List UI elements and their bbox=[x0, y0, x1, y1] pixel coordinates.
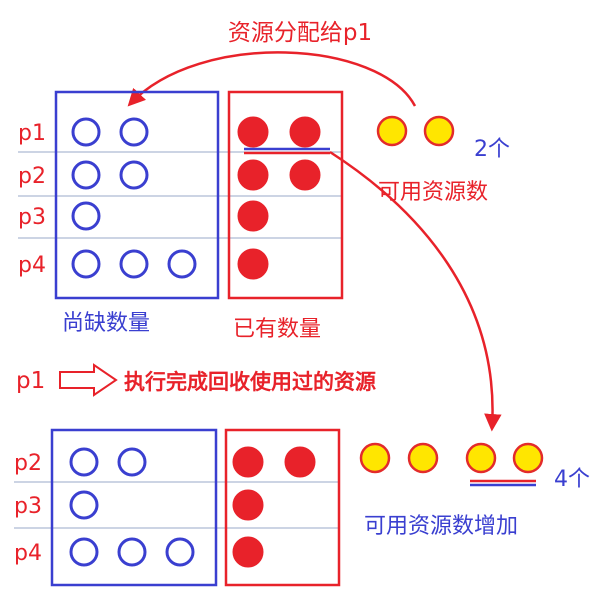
process-label-p1: p1 bbox=[18, 121, 46, 146]
available-resource-4 bbox=[512, 442, 544, 474]
need-resource-p4-2 bbox=[119, 249, 149, 279]
available-number-top: 2个 bbox=[474, 137, 510, 162]
allocate-arrow bbox=[127, 51, 417, 107]
available-resource-1 bbox=[359, 442, 391, 474]
have-table-bottom bbox=[224, 428, 341, 587]
need-resource-p4-1 bbox=[69, 537, 99, 567]
held-resource-p3-1 bbox=[232, 489, 264, 521]
process-label-p4: p4 bbox=[18, 253, 46, 278]
need-resource-p4-2 bbox=[117, 537, 147, 567]
process-label-p4: p4 bbox=[14, 541, 42, 566]
need-table-top bbox=[54, 90, 220, 300]
held-resource-p2-1 bbox=[232, 446, 264, 478]
available-caption-top: 可用资源数 bbox=[378, 180, 488, 205]
process-label-p3: p3 bbox=[18, 205, 46, 230]
have-table-top bbox=[227, 90, 344, 300]
available-resource-1 bbox=[376, 115, 408, 147]
available-caption-bottom: 可用资源数增加 bbox=[364, 514, 518, 539]
held-resource-p1-2 bbox=[289, 116, 321, 148]
need-resource-p3-1 bbox=[69, 490, 99, 520]
have-caption: 已有数量 bbox=[233, 317, 321, 342]
need-caption: 尚缺数量 bbox=[62, 311, 150, 336]
need-resource-p4-1 bbox=[71, 249, 101, 279]
available-resource-3 bbox=[465, 442, 497, 474]
need-resource-p2-1 bbox=[71, 160, 101, 190]
middle-row: p1 执行完成回收使用过的资源 bbox=[16, 363, 376, 397]
held-resource-p4-1 bbox=[237, 248, 269, 280]
available-number-bottom: 4个 bbox=[554, 467, 590, 492]
need-resource-p2-2 bbox=[117, 447, 147, 477]
need-resource-p2-2 bbox=[119, 160, 149, 190]
action-text: 执行完成回收使用过的资源 bbox=[124, 370, 376, 394]
middle-process-label: p1 bbox=[16, 368, 45, 394]
need-resource-p1-1 bbox=[71, 117, 101, 147]
need-resource-p4-3 bbox=[165, 537, 195, 567]
held-resource-p1-1 bbox=[237, 116, 269, 148]
available-resource-2 bbox=[423, 115, 455, 147]
need-resource-p4-3 bbox=[167, 249, 197, 279]
need-table-bottom bbox=[50, 428, 218, 587]
available-resource-2 bbox=[407, 442, 439, 474]
top-annotation: 资源分配给p1 bbox=[228, 20, 372, 46]
held-resource-p4-1 bbox=[232, 536, 264, 568]
held-resource-p2-2 bbox=[289, 159, 321, 191]
right-arrow-icon bbox=[59, 363, 118, 397]
process-label-p2: p2 bbox=[14, 451, 42, 476]
need-resource-p2-1 bbox=[69, 447, 99, 477]
bottom-section: p2 p3 p4 4个 可用资源数增加 bbox=[14, 428, 590, 587]
release-arrow bbox=[329, 150, 502, 432]
process-label-p2: p2 bbox=[18, 164, 46, 189]
held-resource-p2-1 bbox=[237, 159, 269, 191]
top-section: p1 p2 p3 p4 2个 可用资源数 尚缺数量 已有数量 bbox=[18, 90, 510, 342]
need-resource-p1-2 bbox=[119, 117, 149, 147]
held-resource-p3-1 bbox=[237, 200, 269, 232]
need-resource-p3-1 bbox=[71, 201, 101, 231]
process-label-p3: p3 bbox=[14, 494, 42, 519]
held-resource-p2-2 bbox=[284, 446, 316, 478]
